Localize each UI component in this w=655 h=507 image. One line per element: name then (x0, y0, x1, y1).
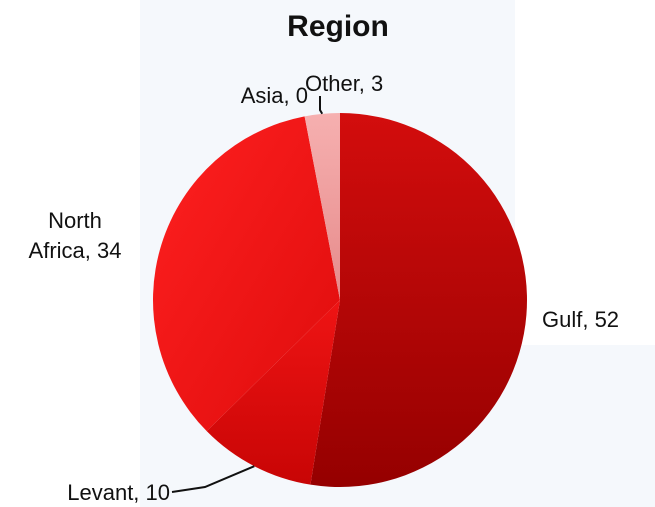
pie-slice-north-africa (153, 116, 340, 432)
pie-slice-other (304, 113, 340, 300)
slice-label-other: Other, 3 (305, 71, 383, 96)
pie-slice-levant (206, 300, 340, 485)
slice-label-asia: Asia, 0 (241, 83, 308, 108)
chart-title: Region (287, 10, 389, 43)
leader-line-levant (171, 465, 255, 493)
slice-label-gulf: Gulf, 52 (542, 307, 619, 332)
leader-line-other (319, 96, 324, 115)
chart-background-right (515, 345, 655, 507)
pie-slice-gulf (310, 113, 528, 487)
leader-lines (171, 96, 324, 493)
slice-label-levant: Levant, 10 (67, 480, 170, 505)
pie-slices (153, 113, 528, 487)
